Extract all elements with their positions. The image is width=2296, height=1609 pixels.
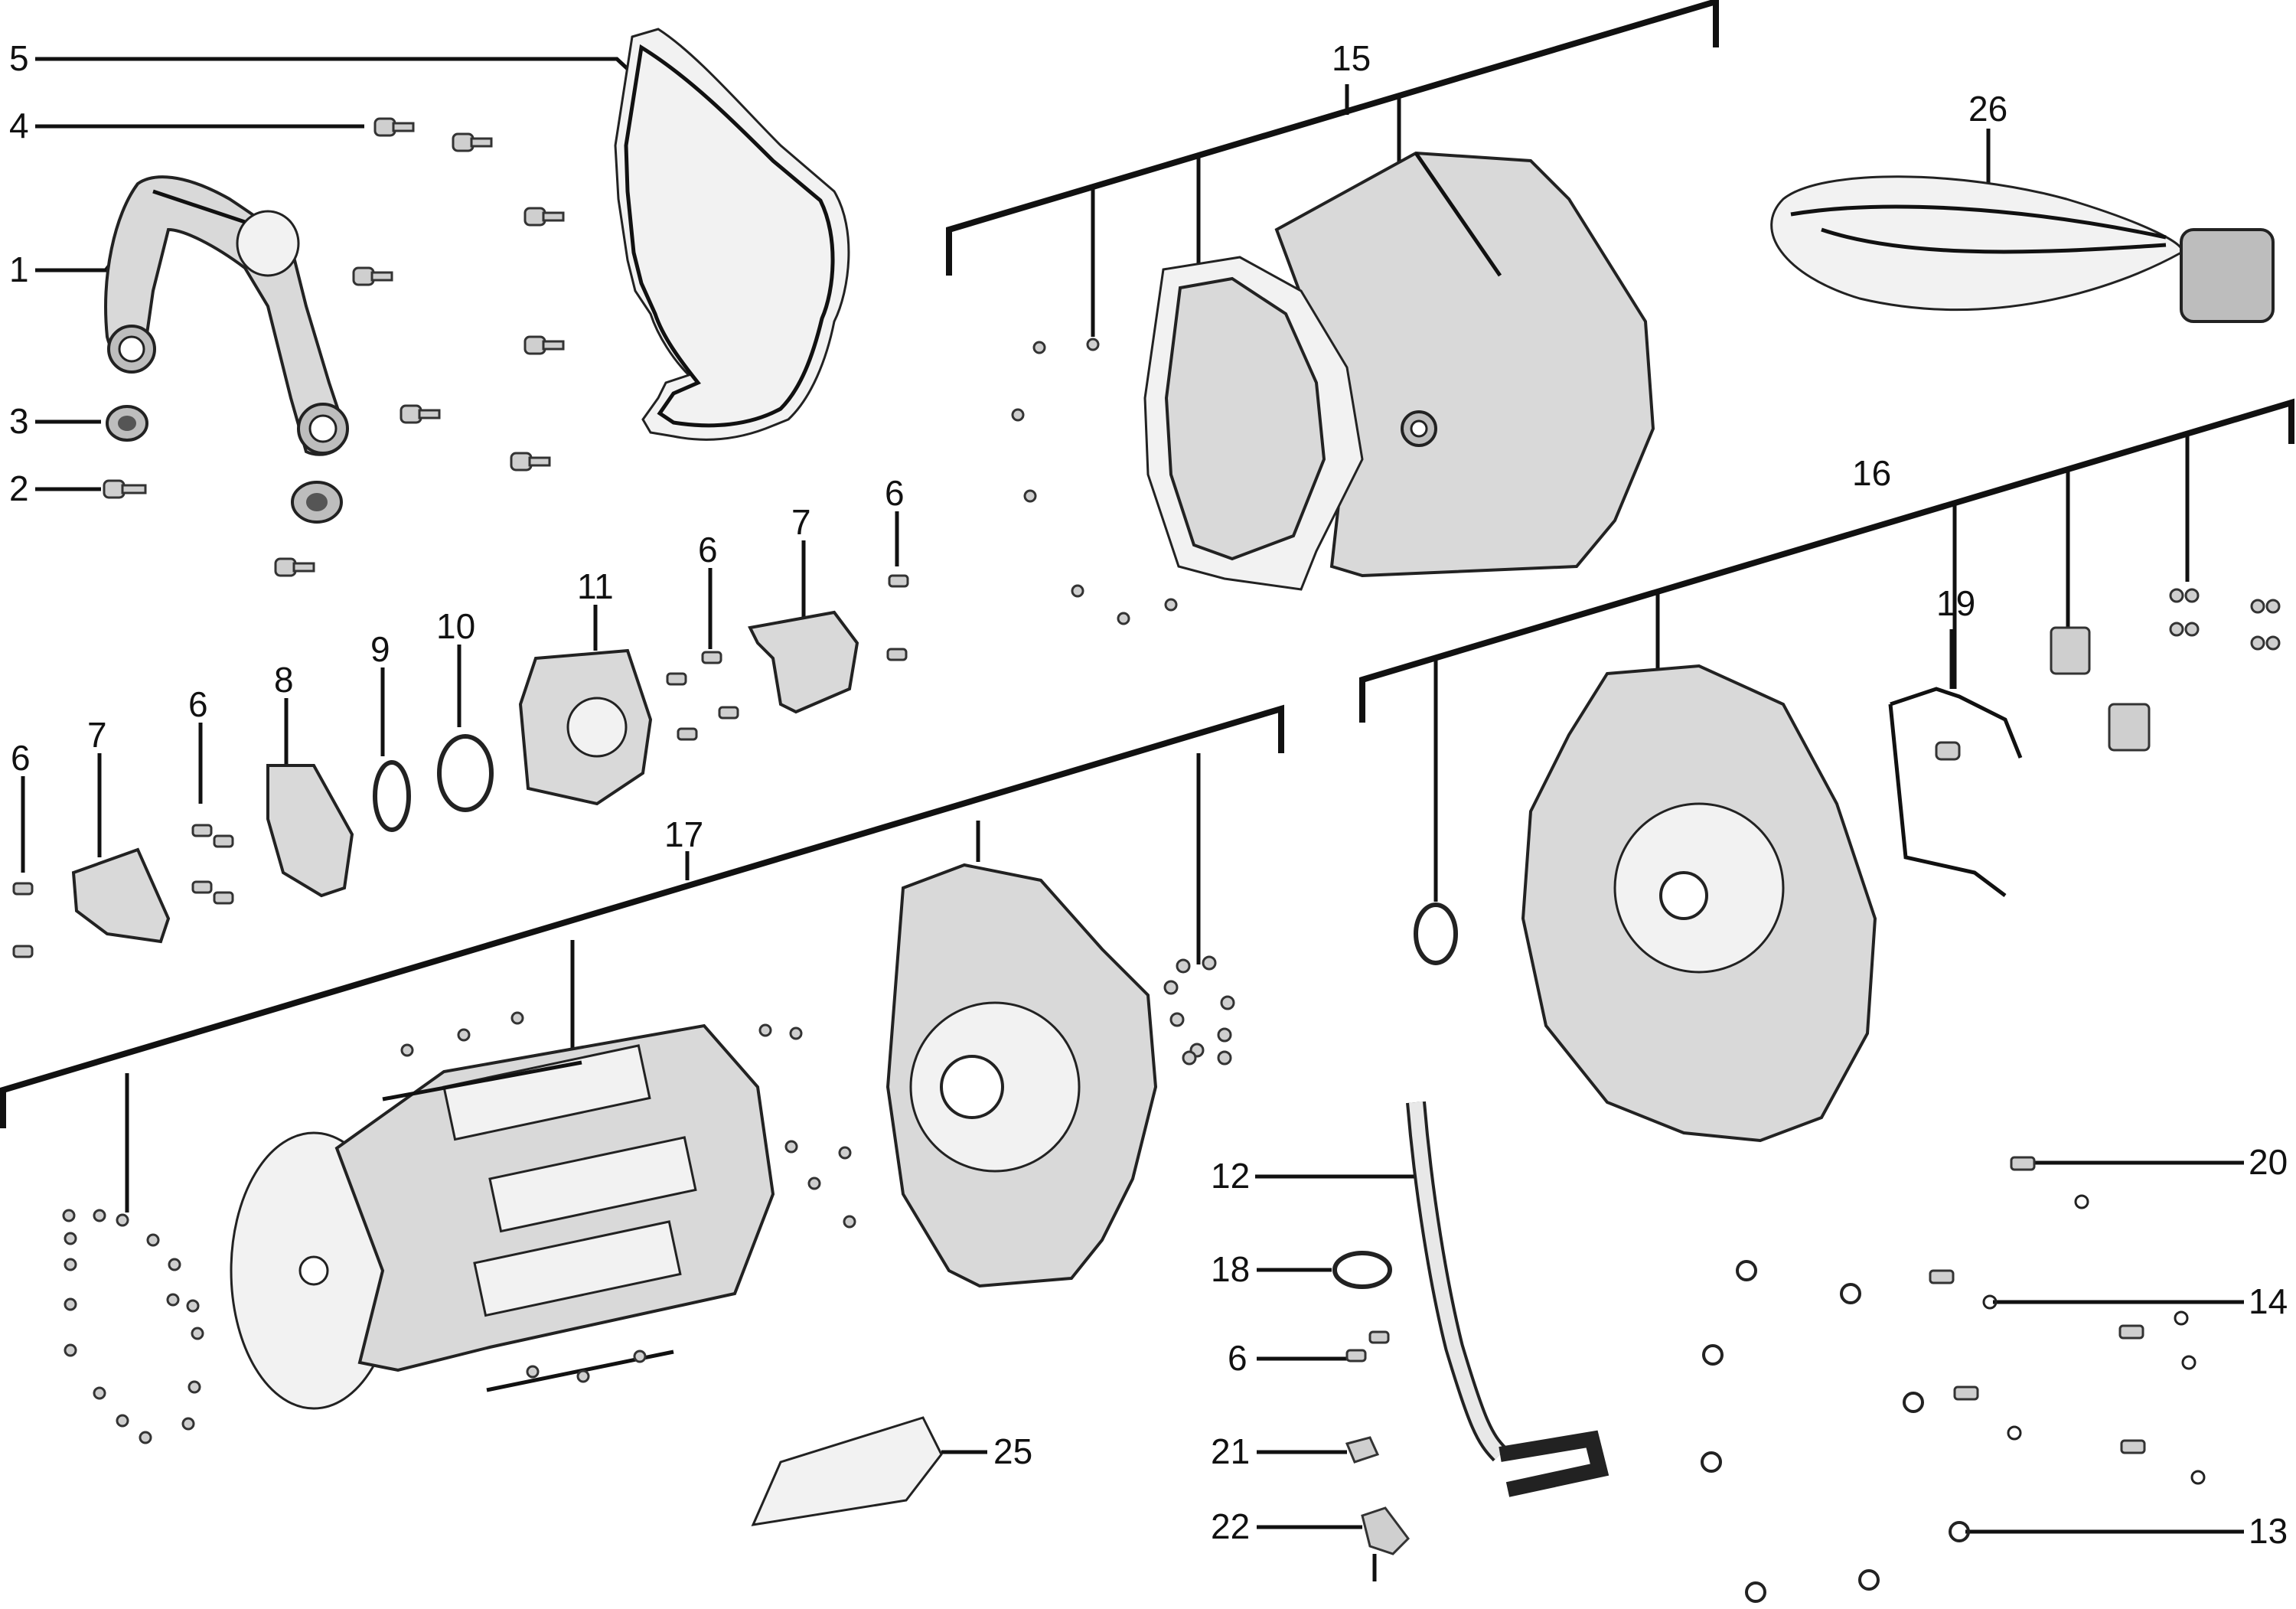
terminal-part-22 [1361,1506,1410,1581]
callout-8: 8 [274,660,294,700]
callout-2: 2 [9,468,29,508]
bracket-part-11 [518,648,653,806]
o-ring-part-10 [437,734,494,812]
core-screws [62,1011,856,1444]
callout-20: 20 [2249,1142,2288,1182]
callout-1: 1 [9,250,29,289]
o-ring-housing [1414,902,1458,965]
clamp-plates [2050,588,2281,752]
o-ring-part-18 [1332,1251,1392,1289]
grommet-lower [291,481,343,524]
screws-part-4 [274,117,565,577]
screws-part-6 [12,574,909,958]
gasket-cover-part-5 [614,28,850,441]
bracket-part-21 [1345,1436,1380,1464]
grommet-part-3 [106,405,148,442]
callout-labels: 5 4 1 3 2 15 26 16 19 6 7 6 11 10 9 8 6 … [9,38,2288,1551]
group-brackets [0,0,2294,1212]
callout-14: 14 [2249,1281,2288,1321]
cover-part-7-lower [71,847,171,944]
callout-10: 10 [436,606,475,646]
screw-part-2 [103,479,147,499]
callout-11: 11 [577,566,614,606]
callout-16: 16 [1852,453,1891,493]
rear-housing-part-16 [1521,664,1877,1143]
callout-6-left: 6 [11,738,31,778]
callout-13: 13 [2249,1511,2288,1551]
callout-7-upper: 7 [791,502,811,542]
callout-4: 4 [9,106,29,145]
callout-15: 15 [1332,38,1371,78]
screw-part-20 [2010,1156,2036,1171]
callout-26: 26 [1968,89,2007,129]
callout-6-upper-right: 6 [885,473,905,513]
callout-9: 9 [370,629,390,669]
callout-3: 3 [9,401,29,441]
end-plate-screws [1163,955,1235,1066]
bail-part-19 [1888,687,2023,897]
end-plate [885,863,1158,1288]
callout-18: 18 [1211,1249,1250,1289]
callout-6-bottom: 6 [1228,1338,1247,1378]
washers-part-14 [1982,1194,2206,1485]
handle-part-1 [104,175,349,456]
cable-coil-part-26 [1770,175,2275,323]
callout-17: 17 [664,814,703,854]
sheet-part-25 [751,1416,943,1526]
housing-screws [1011,338,1178,625]
callout-22: 22 [1211,1506,1250,1546]
callout-6-upper: 6 [698,530,718,570]
washers-part-13 [1701,1260,1970,1603]
core-assembly-part-17 [230,1023,775,1410]
leader-lines [21,57,2244,1534]
callout-21: 21 [1211,1431,1250,1471]
housing-part-15 [1143,151,1655,591]
tube-part-12 [1406,1101,1609,1497]
callout-7-lower: 7 [87,715,107,755]
callout-12: 12 [1211,1156,1250,1196]
cover-part-7-upper [748,610,859,714]
screws-part-6-bottom [1345,1330,1390,1363]
callout-5: 5 [9,38,29,78]
screws-lower-right [1929,1269,2146,1454]
o-ring-part-9 [373,760,411,832]
module-part-8 [266,764,354,898]
callout-6-mid: 6 [188,684,208,724]
callout-25: 25 [993,1431,1032,1471]
